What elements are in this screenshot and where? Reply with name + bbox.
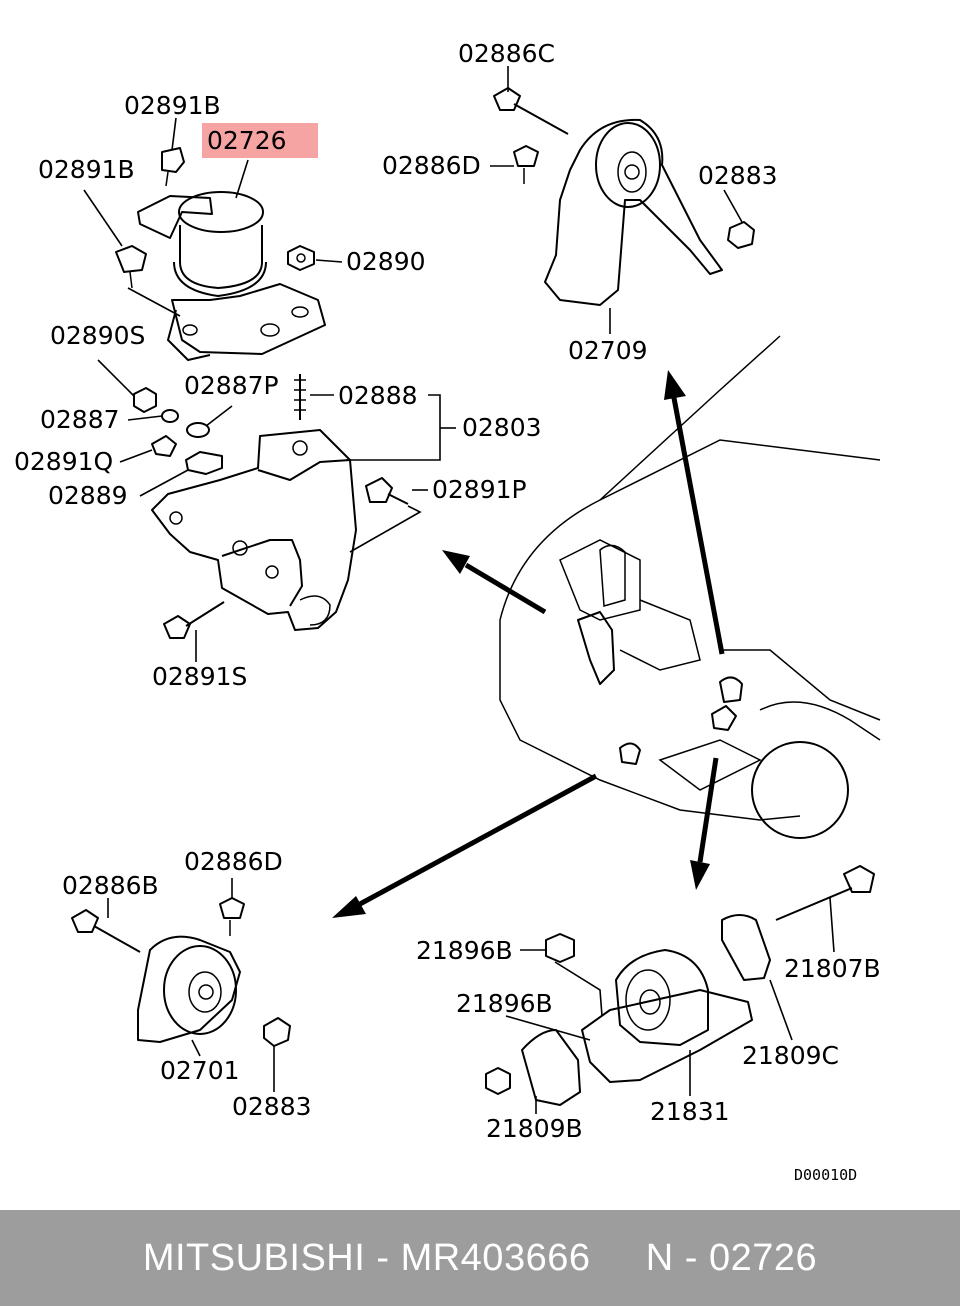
label-02890: 02890 xyxy=(346,247,426,276)
footer-part-number: MR403666 xyxy=(400,1236,591,1279)
label-21831: 21831 xyxy=(650,1097,730,1126)
label-02887: 02887 xyxy=(40,405,120,434)
leader-lines xyxy=(83,66,835,1114)
label-21896B-b: 21896B xyxy=(456,989,553,1018)
mount-21831 xyxy=(485,865,875,1106)
label-02709: 02709 xyxy=(568,336,648,365)
label-02891Q: 02891Q xyxy=(14,447,113,476)
label-02886D-top: 02886D xyxy=(382,151,481,180)
label-02886C: 02886C xyxy=(458,39,555,68)
label-02883-top: 02883 xyxy=(698,161,778,190)
label-02701: 02701 xyxy=(160,1056,240,1085)
footer-text: MITSUBISHI - MR403666 N - 02726 xyxy=(142,1236,818,1279)
mount-02701 xyxy=(71,897,291,1047)
highlight-02726 xyxy=(202,123,318,158)
mount-02709 xyxy=(493,87,755,306)
label-02887P: 02887P xyxy=(184,371,279,400)
label-21809B: 21809B xyxy=(486,1114,583,1143)
vehicle-outline xyxy=(499,335,881,839)
label-02888: 02888 xyxy=(338,381,418,410)
label-02886B: 02886B xyxy=(62,871,159,900)
footer-bar: MITSUBISHI - MR403666 N - 02726 xyxy=(0,1210,960,1306)
label-21807B: 21807B xyxy=(784,954,881,983)
part-labels: 02886C 02891B 02726 02886D 02891B 02883 … xyxy=(14,39,881,1184)
label-02886D-bottom: 02886D xyxy=(184,847,283,876)
label-02726: 02726 xyxy=(207,126,287,155)
label-21896B-a: 21896B xyxy=(416,936,513,965)
engine-mount-02726 xyxy=(115,147,326,361)
label-02891B-left: 02891B xyxy=(38,155,135,184)
label-21809C: 21809C xyxy=(742,1041,839,1070)
footer-brand: MITSUBISHI xyxy=(142,1236,366,1279)
footer-ref: N - 02726 xyxy=(645,1236,818,1279)
label-02891B-top: 02891B xyxy=(124,91,221,120)
pointer-arrows xyxy=(332,370,725,918)
label-02803: 02803 xyxy=(462,413,542,442)
label-02889: 02889 xyxy=(48,481,128,510)
bracket-02803 xyxy=(133,374,409,639)
label-02891S: 02891S xyxy=(152,662,247,691)
label-02891P: 02891P xyxy=(432,475,527,504)
label-02890S: 02890S xyxy=(50,321,145,350)
engine-mount-diagram: 02886C 02891B 02726 02886D 02891B 02883 … xyxy=(14,39,881,1184)
label-02883-bottom: 02883 xyxy=(232,1092,312,1121)
diagram-code: D00010D xyxy=(794,1166,857,1184)
